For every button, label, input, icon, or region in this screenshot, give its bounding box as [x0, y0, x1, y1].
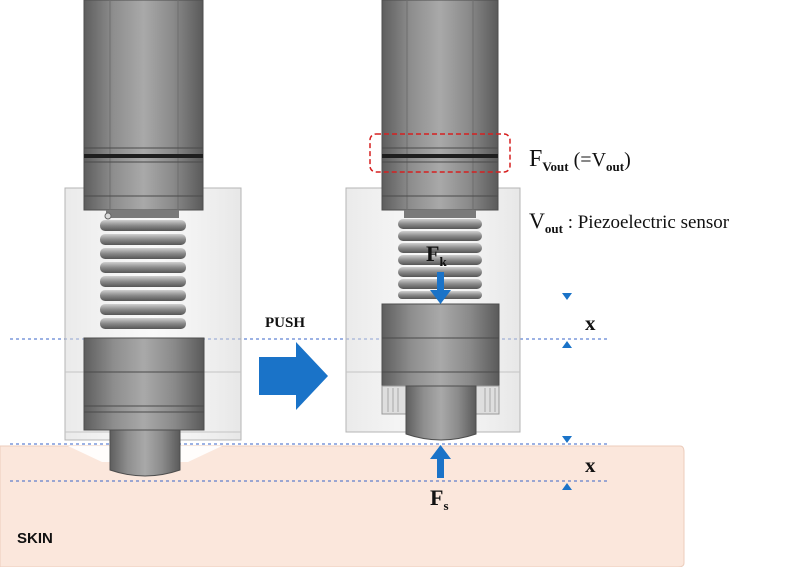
push-label: PUSH	[265, 315, 305, 331]
left-lower-body	[83, 337, 205, 431]
right-device	[345, 0, 521, 441]
fk-arrow	[430, 272, 451, 304]
x-label-bottom: x	[585, 453, 596, 477]
marker-top-down	[562, 293, 572, 300]
fk-label: Fk	[426, 241, 447, 269]
sensor-highlight-box	[369, 133, 511, 173]
left-upper-rod	[83, 0, 204, 211]
marker-top-up	[562, 341, 572, 348]
left-device	[64, 0, 242, 477]
right-probe-tip	[405, 385, 477, 441]
right-lower-body	[381, 303, 500, 387]
marker-bottom-up	[562, 483, 572, 490]
vout-label: Vout : Piezoelectric sensor	[529, 208, 730, 236]
x-label-top: x	[585, 311, 596, 335]
left-sensor-slit	[84, 154, 203, 158]
skin-label: SKIN	[17, 530, 53, 547]
push-arrow-shape	[259, 342, 328, 410]
fs-label: Fs	[430, 485, 449, 513]
left-spring	[100, 210, 186, 329]
push-arrow: PUSH	[259, 315, 328, 410]
right-sensor-slit	[382, 154, 498, 158]
fvout-label: FVout (=Vout)	[529, 146, 631, 174]
x-markers	[562, 293, 572, 490]
right-upper-rod	[381, 0, 499, 211]
marker-bottom-down	[562, 436, 572, 443]
left-probe-tip	[109, 429, 181, 477]
skin-block	[0, 445, 685, 567]
fs-arrow	[430, 445, 451, 478]
